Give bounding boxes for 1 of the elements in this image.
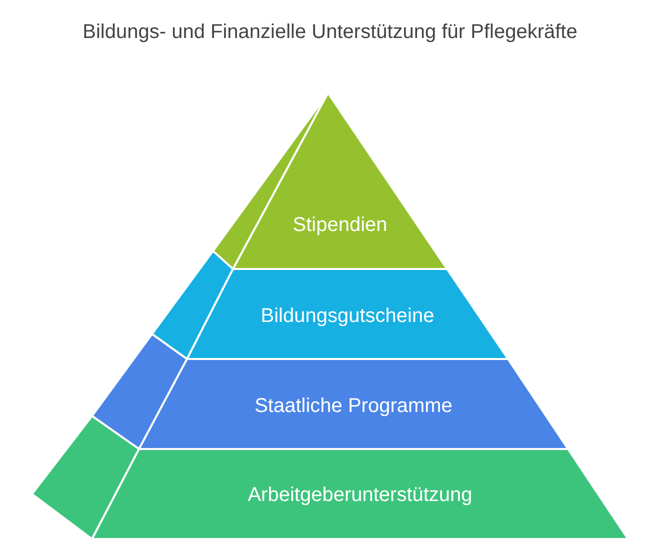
diagram-title: Bildungs- und Finanzielle Unterstützung für Pflegekräfte (82, 20, 578, 45)
